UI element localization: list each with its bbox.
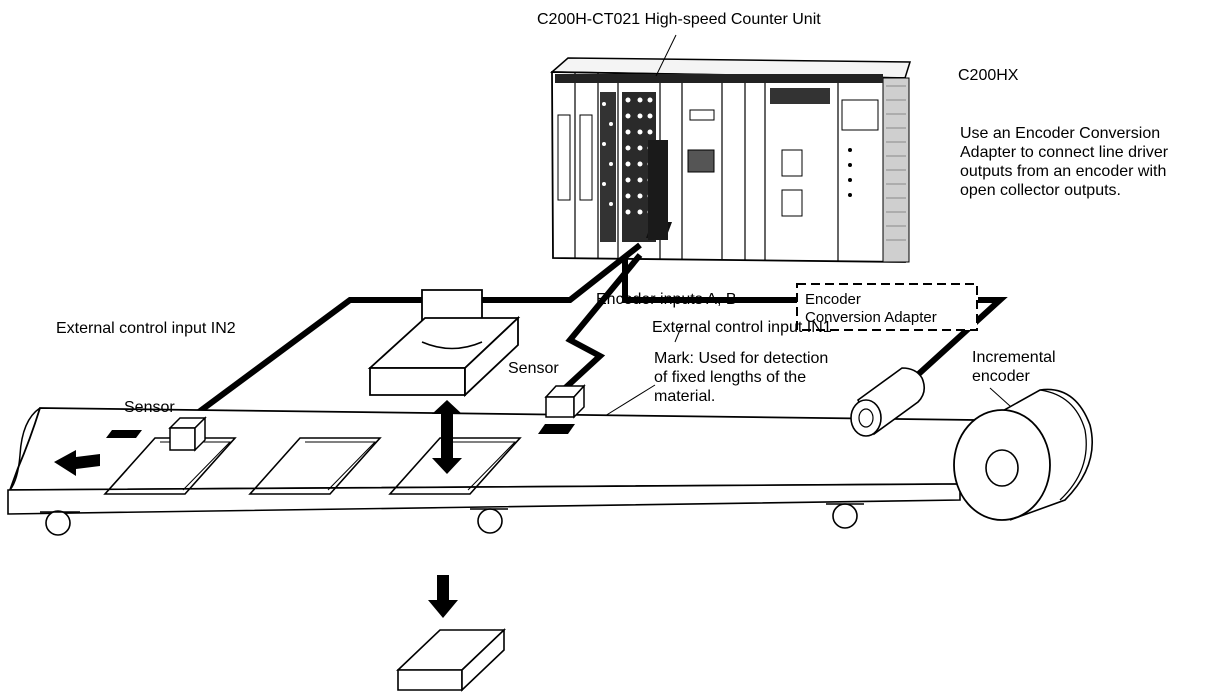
encoder-label-line-1: Incremental <box>972 349 1056 366</box>
plc-label: C200HX <box>958 67 1019 84</box>
sensor-right <box>546 386 584 417</box>
conveyor-belt <box>8 408 975 535</box>
output-part <box>398 630 504 690</box>
adapter-note-line-3: outputs from an encoder with <box>960 163 1166 180</box>
ext-input-in2-label: External control input IN2 <box>56 320 236 337</box>
adapter-note-line-2: Adapter to connect line driver <box>960 144 1169 161</box>
output-arrow <box>428 575 458 618</box>
mark-label-line-2: of fixed lengths of the <box>654 369 806 386</box>
plc-rack <box>552 58 910 262</box>
counter-unit-label: C200H-CT021 High-speed Counter Unit <box>537 11 821 28</box>
press <box>370 290 518 395</box>
sensor-left-label: Sensor <box>124 399 175 416</box>
ext-input-in1-label: External control input IN1 <box>652 319 832 336</box>
sensor-right-label: Sensor <box>508 360 559 377</box>
adapter-box-line-1: Encoder <box>805 291 861 308</box>
mark-label-line-1: Mark: Used for detection <box>654 350 828 367</box>
encoder-drum <box>954 389 1092 520</box>
mark-label-line-3: material. <box>654 388 715 405</box>
sensor-left <box>170 418 205 450</box>
encoder-label-line-2: encoder <box>972 368 1030 385</box>
adapter-note-line-1: Use an Encoder Conversion <box>960 125 1160 142</box>
encoder-inputs-label: Encoder inputs A, B <box>596 291 737 308</box>
adapter-note-line-4: open collector outputs. <box>960 182 1121 199</box>
